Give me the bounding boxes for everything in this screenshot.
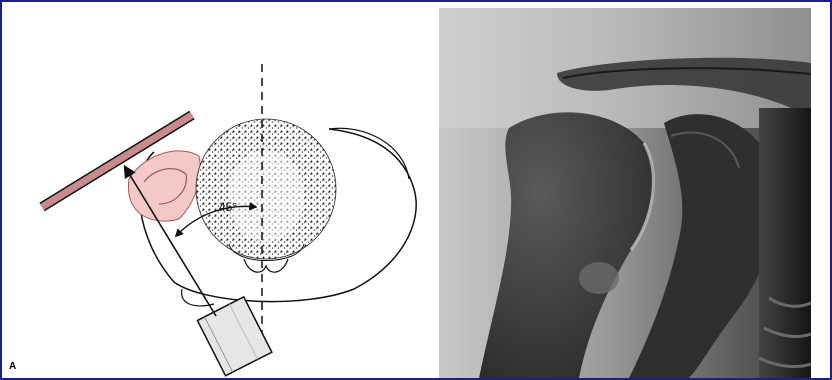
- positioning-diagram: 45° A: [4, 4, 434, 378]
- scalp-bald-patch: [228, 150, 304, 242]
- x-ray-tube-icon: [197, 297, 271, 376]
- panel-label: A: [9, 361, 16, 372]
- diagram-svg: 45°: [4, 4, 434, 378]
- radiograph-image: [439, 8, 811, 378]
- angle-label: 45°: [219, 200, 237, 214]
- radiograph-svg: [439, 8, 811, 378]
